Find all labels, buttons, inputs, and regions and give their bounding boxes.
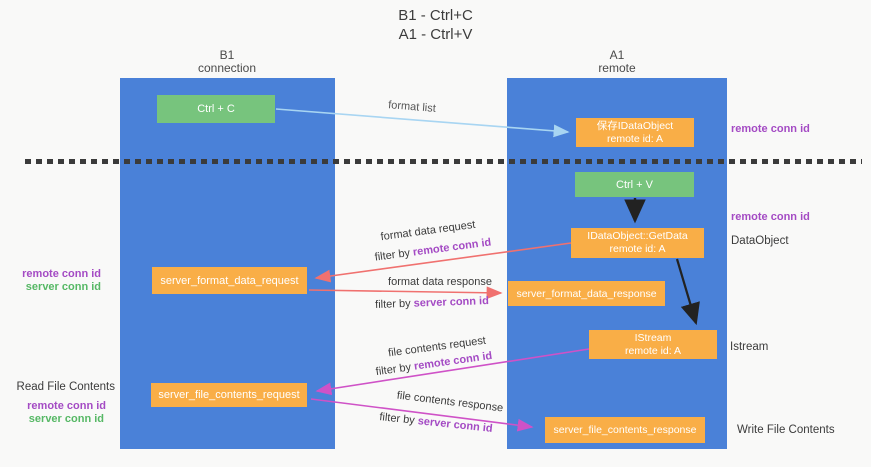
server-format-data-request-box: server_format_data_request	[152, 267, 307, 294]
ctrl-c-box: Ctrl + C	[157, 95, 275, 123]
filter-server-conn-id: server conn id	[413, 295, 490, 310]
istream-line1: IStream	[634, 331, 672, 344]
read-file-contents-label: Read File Contents	[16, 381, 115, 393]
filter-by-text: filter by	[374, 246, 414, 264]
right-remote-conn-id-top-label: remote conn id	[731, 123, 810, 135]
server-file-contents-request-box: server_file_contents_request	[151, 383, 307, 407]
right-remote-conn-id-mid-label: remote conn id	[731, 211, 810, 223]
filter-remote-conn-id: remote conn id	[412, 236, 492, 259]
column-b1-subtitle: connection	[197, 61, 257, 75]
left-server-conn-id-label: server conn id	[25, 281, 101, 293]
filter-server-conn-id: server conn id	[417, 415, 494, 435]
diagram-title: B1 - Ctrl+C A1 - Ctrl+V	[0, 6, 871, 44]
column-b1-name: B1	[219, 48, 235, 62]
ctrl-v-box: Ctrl + V	[575, 172, 694, 197]
format-data-response-label: format data response	[388, 276, 492, 288]
column-a1-subtitle: remote	[598, 61, 636, 75]
save-idataobject-box: 保存IDataObject remote id: A	[576, 118, 694, 147]
title-line-2: A1 - Ctrl+V	[398, 26, 473, 43]
left-remote-conn-id-label: remote conn id	[22, 268, 101, 280]
save-idataobject-line1: 保存IDataObject	[596, 119, 674, 132]
left-remote-conn-id-label-2: remote conn id	[27, 400, 106, 412]
istream-box: IStream remote id: A	[589, 330, 717, 359]
filter-by-text: filter by	[378, 411, 419, 428]
ctrl-c-label: Ctrl + C	[197, 103, 235, 115]
ctrl-v-label: Ctrl + V	[616, 178, 653, 191]
server-format-data-request-label: server_format_data_request	[160, 274, 299, 287]
idataobject-getdata-line2: remote id: A	[609, 243, 666, 255]
file-contents-response-filter-label: filter by server conn id	[379, 411, 493, 435]
column-header-b1: B1 connection	[157, 49, 297, 75]
filter-by-text: filter by	[374, 297, 414, 311]
dataobject-label: DataObject	[731, 235, 789, 247]
idataobject-getdata-box: IDataObject::GetData remote id: A	[571, 228, 704, 258]
filter-by-text: filter by	[375, 360, 415, 379]
left-server-conn-id-label-2: server conn id	[28, 413, 104, 425]
istream-line2: remote id: A	[624, 344, 682, 357]
format-data-response-filter-label: filter by server conn id	[375, 295, 489, 311]
save-idataobject-line2: remote id: A	[606, 132, 664, 145]
server-file-contents-response-box: server_file_contents_response	[545, 417, 705, 443]
session-divider-dashed-line	[25, 159, 862, 164]
server-format-data-response-label: server_format_data_response	[516, 287, 657, 300]
istream-side-label: Istream	[730, 341, 769, 353]
write-file-contents-label: Write File Contents	[737, 424, 835, 436]
title-line-1: B1 - Ctrl+C	[398, 7, 473, 24]
server-file-contents-request-label: server_file_contents_request	[158, 389, 300, 401]
file-contents-response-label: file contents response	[396, 389, 504, 415]
column-a1-name: A1	[609, 48, 625, 62]
column-header-a1: A1 remote	[547, 49, 687, 75]
idataobject-getdata-line1: IDataObject::GetData	[587, 230, 688, 242]
format-list-label: format list	[387, 99, 437, 115]
server-format-data-response-box: server_format_data_response	[508, 281, 665, 306]
server-file-contents-response-label: server_file_contents_response	[553, 424, 697, 436]
arrow-format-data-response	[308, 286, 503, 300]
